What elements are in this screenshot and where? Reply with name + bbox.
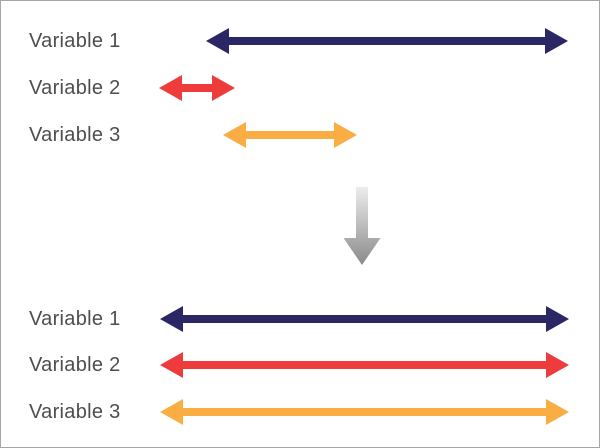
range-double-arrow-icon <box>206 28 568 54</box>
range-double-arrow-icon <box>159 75 235 101</box>
variable-label: Variable 1 <box>29 308 121 330</box>
range-double-arrow-icon <box>160 306 569 332</box>
variable-label: Variable 1 <box>29 30 121 52</box>
range-double-arrow-icon <box>160 399 569 425</box>
variable-row: Variable 3 <box>1 115 599 155</box>
variable-row: Variable 1 <box>1 21 599 61</box>
range-double-arrow-icon <box>160 352 569 378</box>
variable-label: Variable 3 <box>29 124 121 146</box>
variable-row: Variable 2 <box>1 68 599 108</box>
variable-row: Variable 2 <box>1 345 599 385</box>
variable-label: Variable 3 <box>29 401 121 423</box>
variable-row: Variable 1 <box>1 299 599 339</box>
transform-down-arrow-icon <box>343 187 381 265</box>
variable-label: Variable 2 <box>29 354 121 376</box>
variable-row: Variable 3 <box>1 392 599 432</box>
range-double-arrow-icon <box>223 122 357 148</box>
variable-label: Variable 2 <box>29 77 121 99</box>
